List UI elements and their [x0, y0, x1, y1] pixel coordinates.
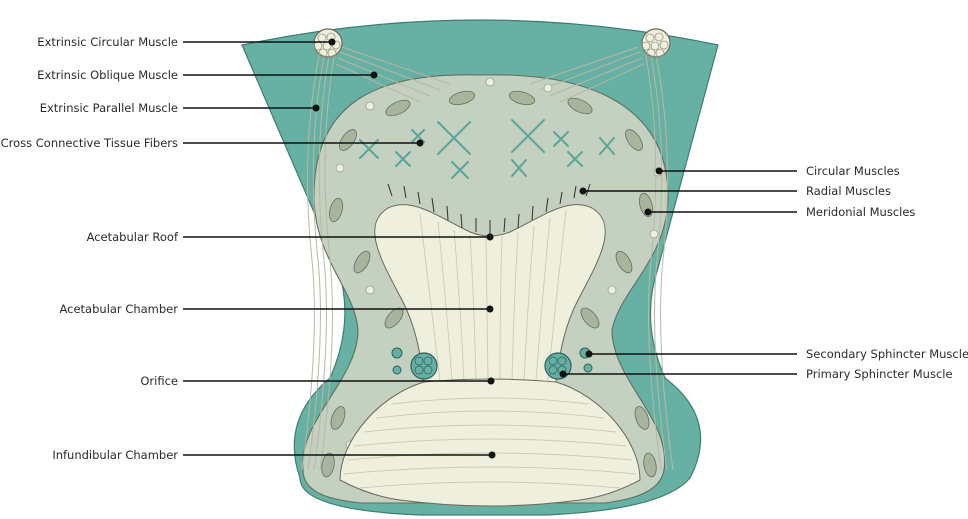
label-secondary-sphincter-muscles: Secondary Sphincter Muscles [806, 347, 968, 361]
label-extrinsic-parallel-muscle: Extrinsic Parallel Muscle [40, 101, 178, 115]
label-extrinsic-circular-muscle: Extrinsic Circular Muscle [37, 35, 178, 49]
primary-sphincter-left [411, 353, 437, 379]
label-orifice: Orifice [140, 374, 178, 388]
label-circular-muscles: Circular Muscles [806, 164, 900, 178]
label-meridonial-muscles: Meridonial Muscles [806, 205, 915, 219]
label-acetabular-roof: Acetabular Roof [87, 230, 179, 244]
extrinsic-circular-muscle-left [314, 29, 342, 57]
label-primary-sphincter-muscle: Primary Sphincter Muscle [806, 367, 953, 381]
label-extrinsic-oblique-muscle: Extrinsic Oblique Muscle [37, 68, 178, 82]
extrinsic-circular-muscle-right [642, 29, 670, 57]
primary-sphincter-right [545, 353, 571, 379]
label-infundibular-chamber: Infundibular Chamber [52, 448, 178, 462]
label-radial-muscles: Radial Muscles [806, 184, 891, 198]
label-acetabular-chamber: Acetabular Chamber [59, 302, 178, 316]
label-cross-connective-tissue-fibers: Cross Connective Tissue Fibers [1, 136, 178, 150]
